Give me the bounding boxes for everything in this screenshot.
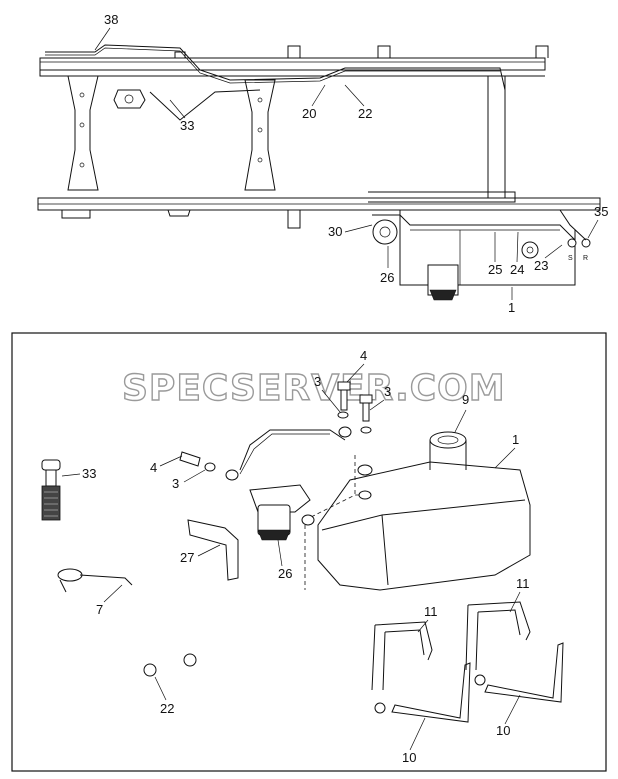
callout-10-right: 10	[496, 723, 510, 738]
callout-22-top: 22	[358, 106, 372, 121]
callout-11-right: 11	[516, 576, 530, 591]
bracket	[187, 519, 239, 581]
callout-11-left: 11	[424, 604, 438, 619]
callout-4-left: 4	[150, 460, 157, 475]
top-callouts: 38 33 20 22 30 26 25 24 23 35 S R 1	[94, 12, 608, 315]
exploded-parts	[41, 381, 564, 723]
callout-23: 23	[534, 258, 548, 273]
marker-r: R	[583, 255, 588, 262]
callout-1-top: 1	[508, 300, 515, 315]
callout-35: 35	[594, 204, 608, 219]
exploded-view-frame	[11, 332, 607, 772]
callout-1: 1	[512, 432, 519, 447]
callout-24: 24	[510, 262, 524, 277]
callout-20: 20	[302, 106, 316, 121]
callout-9: 9	[462, 392, 469, 407]
callout-7: 7	[96, 602, 103, 617]
fuel-tank	[317, 461, 531, 591]
callout-26: 26	[278, 566, 292, 581]
watermark-text: SPECSERVER.COM	[122, 368, 506, 409]
callout-38: 38	[104, 12, 118, 27]
callout-22: 22	[160, 701, 174, 716]
callout-10-left: 10	[402, 750, 416, 765]
marker-s: S	[568, 255, 573, 262]
callout-3-left: 3	[172, 476, 179, 491]
tank-strap-front	[371, 621, 433, 691]
callout-25: 25	[488, 262, 502, 277]
chassis-frame-view	[37, 44, 601, 301]
callout-26-top: 26	[380, 270, 394, 285]
tank-strap-rear	[465, 601, 531, 671]
callout-33-top: 33	[180, 118, 194, 133]
exploded-callouts: 4 3 3 9 1 4 3 33 27 26 7 11 11 10 10 22	[61, 348, 530, 765]
callout-3-upper-left: 3	[314, 374, 321, 389]
callout-4-upper: 4	[360, 348, 367, 363]
callout-30: 30	[328, 224, 342, 239]
callout-33: 33	[82, 466, 96, 481]
callout-27: 27	[180, 550, 194, 565]
callout-3-upper-right: 3	[384, 384, 391, 399]
